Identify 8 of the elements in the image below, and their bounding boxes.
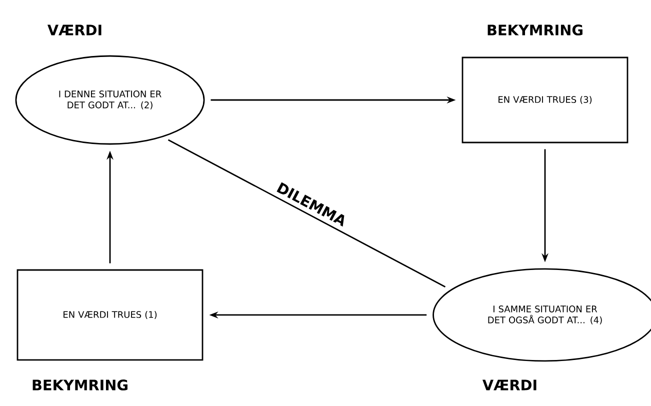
process-box: EN VÆRDI TRUES (1) (16, 269, 204, 361)
heading: BEKYMRING (32, 380, 128, 390)
process-box: EN VÆRDI TRUES (3) (462, 56, 628, 144)
heading: BEKYMRING (488, 24, 582, 36)
heading: VÆRDI (482, 380, 536, 390)
heading: VÆRDI (47, 24, 102, 36)
connector-line (168, 139, 446, 288)
ellipse-node: I DENNE SITUATION ER DET GODT AT... (2) (15, 55, 205, 145)
